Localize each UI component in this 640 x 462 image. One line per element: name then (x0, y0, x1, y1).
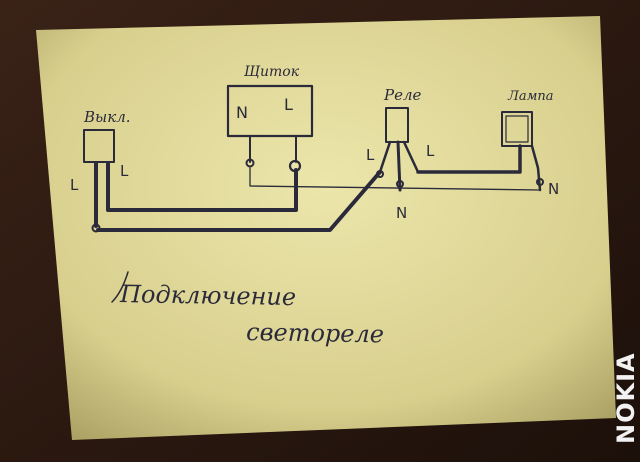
lamp-box-inner (505, 115, 529, 143)
panel-n-terminal (245, 158, 255, 168)
panel-label: Щиток (244, 64, 300, 80)
lamp-n-terminal (536, 178, 544, 186)
panel-right-terminal-label: L (284, 95, 293, 114)
switch-left-terminal-label: L (70, 176, 79, 194)
relay-right-terminal-label: L (426, 142, 435, 160)
relay-left-terminal-label: L (366, 146, 375, 164)
switch-label: Выкл. (83, 108, 131, 126)
nokia-watermark: NOKIA (612, 352, 640, 444)
relay-l-in-terminal (376, 170, 384, 178)
relay-to-lamp-wire (416, 144, 522, 174)
panel-left-terminal-label: N (236, 103, 248, 122)
caption-line-1: Подключение (119, 280, 296, 311)
relay-l-in-leg (378, 140, 392, 174)
relay-label: Реле (383, 86, 422, 104)
relay-bottom-terminal-label: N (396, 204, 407, 222)
caption-line-2: светореле (246, 318, 384, 348)
lamp-n-lead (530, 144, 542, 192)
switch-right-terminal-label: L (120, 162, 129, 180)
switched-wire-to-relay (96, 170, 382, 232)
lamp-label: Лампа (507, 89, 554, 104)
relay-n-terminal (396, 180, 404, 188)
lamp-box (501, 111, 533, 147)
neutral-wire (249, 167, 541, 191)
caption-flourish (111, 271, 129, 303)
phase-wire-panel-to-switch (106, 162, 298, 212)
relay-l-out-leg (402, 140, 420, 174)
lamp-terminal-label: N (548, 180, 559, 198)
panel-box (226, 84, 314, 138)
switch-box (83, 129, 115, 163)
